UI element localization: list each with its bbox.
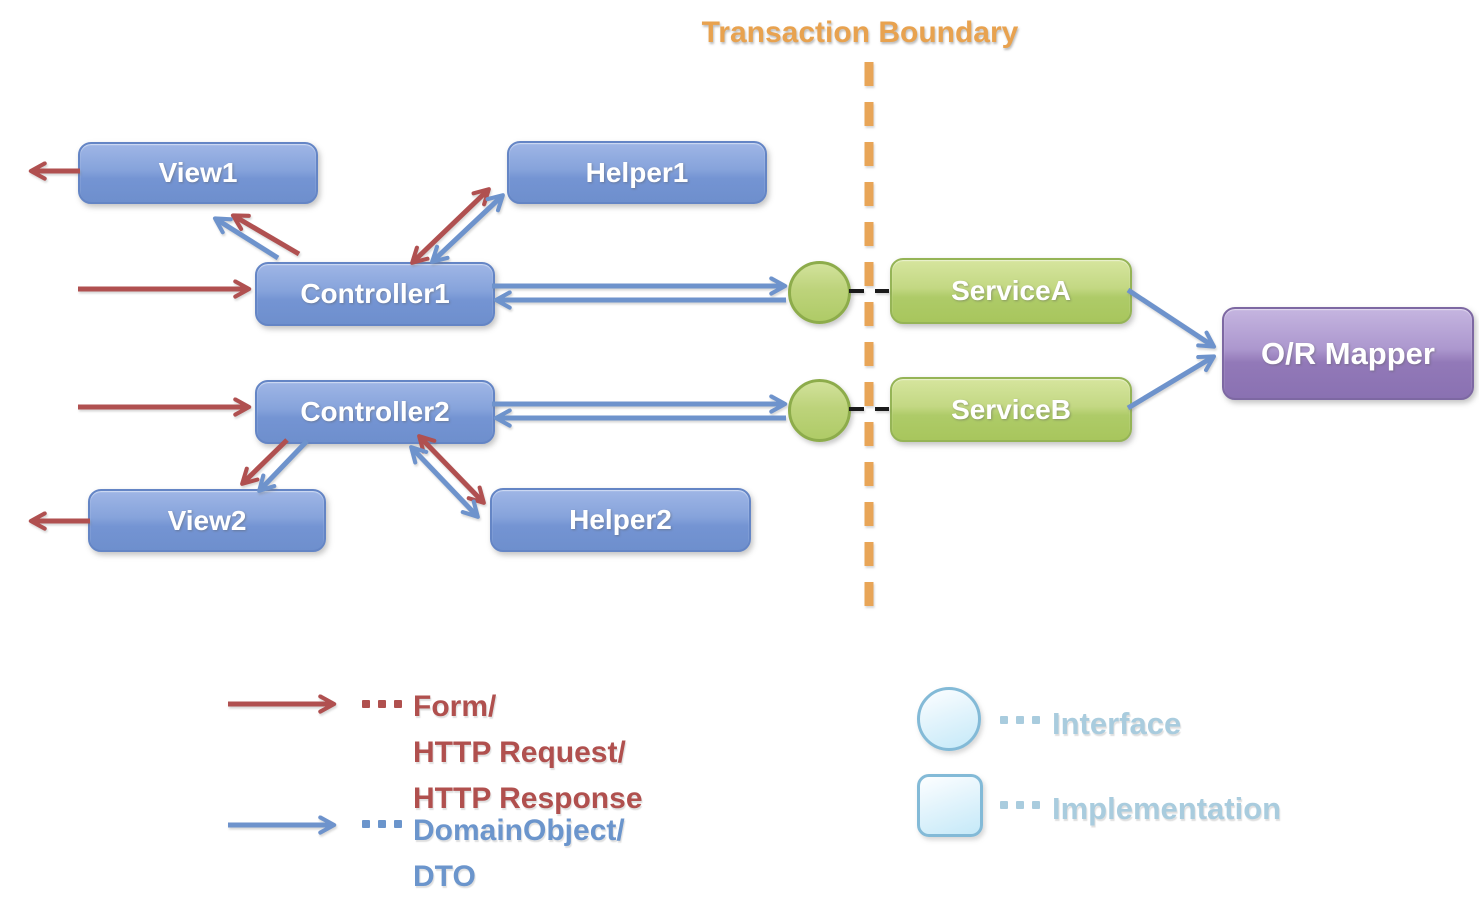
legend-domain-flow: DomainObject/ DTO (413, 808, 625, 900)
diagram-title: Transaction Boundary (701, 16, 1019, 49)
arrow-controller1-helper1-red (410, 187, 491, 265)
node-serviceB-label: ServiceB (951, 393, 1071, 425)
arrow-controller1-to-view1-red (230, 213, 301, 257)
node-helper1-label: Helper1 (585, 156, 689, 188)
node-helper2: Helper2 (490, 488, 751, 552)
interface-circle-serviceB (788, 379, 851, 442)
legend-interface-label: Interface (1052, 706, 1182, 741)
node-serviceA: ServiceA (890, 258, 1132, 324)
legend-dots-domain (362, 820, 370, 828)
arrow-controller2-to-view2-blue (257, 439, 309, 493)
legend-domain-line-2: DTO (413, 860, 476, 893)
legend-form-line-1: Form/ (413, 690, 497, 723)
node-serviceB: ServiceB (890, 377, 1132, 442)
node-or-mapper: O/R Mapper (1222, 307, 1474, 400)
arrow-controller2-helper2-red (417, 434, 486, 505)
node-helper2-label: Helper2 (569, 504, 672, 535)
legend-form-flow: Form/ HTTP Request/ HTTP Response (413, 684, 643, 822)
legend-dots-form (362, 700, 370, 708)
arrow-serviceA-to-ormapper (1126, 287, 1217, 349)
legend-implementation-square-icon (917, 774, 983, 837)
legend-form-line-2: HTTP Request/ (413, 736, 626, 769)
arrow-controller1-to-view1-blue (212, 216, 280, 261)
node-controller2-label: Controller2 (300, 396, 450, 427)
legend-domain-line-1: DomainObject/ (413, 814, 625, 847)
node-helper1: Helper1 (507, 141, 767, 204)
node-view1: View1 (78, 142, 318, 204)
node-view2: View2 (88, 489, 326, 552)
node-view2-label: View2 (167, 504, 247, 536)
arrow-controller2-to-view2-red (240, 438, 289, 486)
legend-dots-implementation (1000, 801, 1008, 809)
node-controller2: Controller2 (255, 380, 495, 444)
legend-dots-interface (1000, 716, 1008, 724)
node-or-mapper-label: O/R Mapper (1261, 335, 1435, 371)
legend-form-line-3: HTTP Response (413, 782, 643, 815)
legend-implementation-label: Implementation (1052, 791, 1282, 826)
legend-interface-circle-icon (917, 687, 981, 751)
interface-circle-serviceA (788, 261, 851, 324)
node-view1-label: View1 (158, 157, 238, 188)
node-controller1: Controller1 (255, 262, 495, 326)
arrow-serviceB-to-ormapper (1126, 354, 1217, 411)
node-controller1-label: Controller1 (300, 278, 450, 309)
node-serviceA-label: ServiceA (951, 275, 1071, 306)
arrow-controller1-helper1-blue (430, 193, 505, 264)
arrow-controller2-helper2-blue (409, 445, 480, 519)
